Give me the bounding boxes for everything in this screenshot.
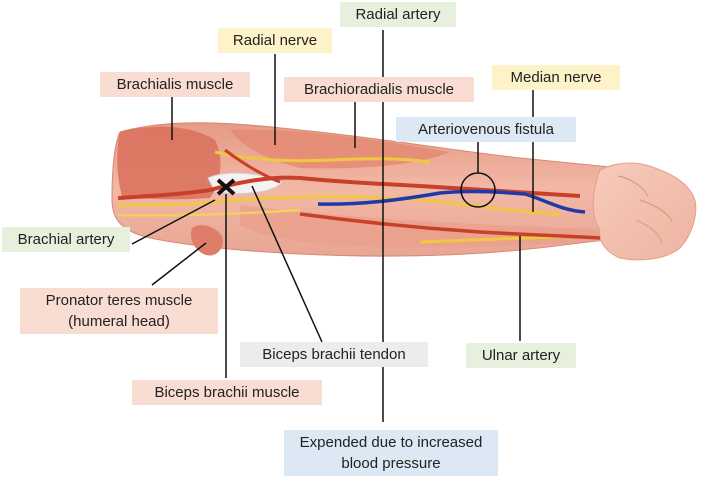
cephalic-vein-shape <box>317 189 586 214</box>
label-ulnar-artery: Ulnar artery <box>466 343 576 368</box>
leader-biceps-tendon <box>251 185 323 343</box>
median-nerve-lower <box>117 208 301 217</box>
label-brachial-artery: Brachial artery <box>2 227 130 252</box>
label-arteriovenous-fistula: Arteriovenous fistula <box>396 117 576 142</box>
ulnar-artery-shape <box>299 212 601 240</box>
brachial-artery-shape <box>117 188 211 200</box>
brachial-branch <box>224 148 281 184</box>
label-biceps-brachii-muscle: Biceps brachii muscle <box>132 380 322 405</box>
finger-crease-2 <box>635 219 663 245</box>
median-nerve-shape <box>117 195 561 216</box>
brachialis-muscle-shape <box>117 126 221 200</box>
thumb-crease <box>617 175 649 197</box>
leader-brachial-artery <box>131 199 216 245</box>
radial-nerve-shape <box>214 150 431 164</box>
cross-mark-icon <box>216 178 236 196</box>
hand-shape <box>592 162 697 261</box>
label-brachialis-muscle: Brachialis muscle <box>100 72 250 97</box>
label-radial-artery: Radial artery <box>340 2 456 27</box>
leader-lines <box>131 30 534 422</box>
label-radial-nerve: Radial nerve <box>218 28 332 53</box>
label-brachioradialis-muscle: Brachioradialis muscle <box>284 77 474 102</box>
label-pronator-teres-muscle: Pronator teres muscle (humeral head) <box>20 288 218 334</box>
label-median-nerve: Median nerve <box>492 65 620 90</box>
finger-crease-1 <box>639 199 673 223</box>
leader-pronator-teres <box>151 242 207 286</box>
label-biceps-brachii-tendon: Biceps brachii tendon <box>240 342 428 367</box>
label-expended-blood-pressure: Expended due to increased blood pressure <box>284 430 498 476</box>
